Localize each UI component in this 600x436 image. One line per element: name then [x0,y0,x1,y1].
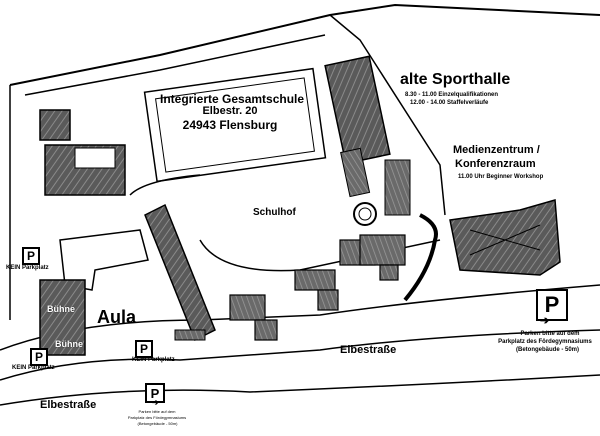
parking-symbol: P [26,249,35,263]
arrow-right-icon: ➔ [152,398,159,407]
parking-sign-left-bottom: P [30,348,48,366]
parking-symbol: P [544,292,560,317]
school-name: Integrierte Gesamtschule [160,92,305,106]
parking-note-right-3: (Betongebäude - 50m) [515,347,579,353]
aula-label: Aula [97,307,137,327]
sporthalle-time-2: 12.00 - 14.00 Staffelverläufe [410,100,489,106]
parking-note-bottom-2: Parkplatz des Fördegymnasiums [127,415,187,420]
parking-sign-bottom: P [145,383,165,403]
site-boundary-top [9,3,600,86]
building-aula [39,279,86,356]
buehne-label-2: Bühne [55,339,83,349]
parking-symbol: P [139,342,148,356]
arrow-right-icon: ➔ [540,315,550,327]
no-parking-label-1: KEIN Parkplatz [6,265,49,271]
building-center-1 [229,294,266,321]
parking-note-right-1: Parken bitte auf dem [520,331,580,337]
parking-symbol: P [150,385,160,401]
sporthalle-time-1: 8.30 - 11.00 Einzelqualifikationen [405,92,499,98]
roundabout [353,202,377,226]
parking-symbol: P [34,350,43,364]
site-boundary-inner [24,34,326,96]
parking-sign-left-top: P [22,247,40,265]
medienzentrum-title-1: Medienzentrum / [453,144,540,156]
building-sporthalle [324,55,391,165]
schulhof-label: Schulhof [253,207,296,218]
medienzentrum-time: 11.00 Uhr Beginner Workshop [458,174,544,180]
school-street: Elbestr. 20 [202,105,258,117]
parking-sign-center: P [135,340,153,358]
buehne-label-1: Bühne [47,304,75,314]
parking-note-right-2: Parkplatz des Fördegymnasiums [498,339,592,345]
building-medienzentrum [449,199,561,276]
street-elbestrasse-right: Elbestraße [340,344,397,356]
path-right-sporthalle [329,14,446,216]
building-top-left [39,109,71,141]
school-name-line1: Integrierte Gesamtschule [160,92,305,106]
sporthalle-title: alte Sporthalle [400,71,511,88]
no-parking-label-2: KEIN Parkplatz [12,365,55,371]
building-long-diagonal [144,203,216,342]
no-parking-label-3: KEIN Parkplatz [132,357,175,363]
sports-field [143,67,327,183]
parking-note-bottom-1: Parken bitte auf dem [138,409,176,414]
school-city: 24943 Flensburg [182,118,278,132]
parking-note-bottom-3: (Betongebäude - 50m) [137,421,178,426]
parking-sign-right: P [536,289,568,321]
street-elbestrasse-left: Elbestraße [40,399,97,411]
building-center-2 [294,269,336,291]
medienzentrum-title-2: Konferenzraum [455,158,536,170]
